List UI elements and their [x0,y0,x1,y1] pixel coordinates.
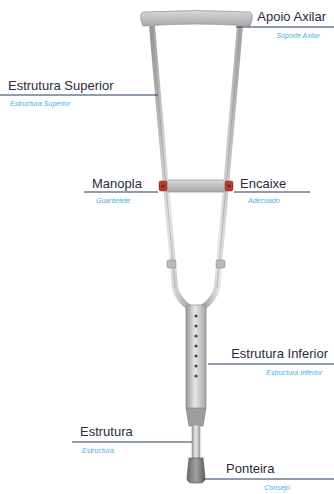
bottom-tube [192,425,200,460]
adjustment-holes [194,314,197,377]
grip-clip [225,181,233,191]
adjustment-hole [194,374,197,377]
adjustment-hole [194,344,197,347]
part-translation: Estructura Superior [10,99,70,108]
left-upright [152,26,190,308]
upright-joint [216,260,225,268]
rubber-tip [187,458,205,483]
part-translation: Soporte Axilar [276,31,320,40]
lower-tube [186,305,206,410]
part-label: Estrutura Inferior [231,346,328,361]
part-translation: Estructura Inferior [266,368,322,377]
part-translation: Estructura [82,446,114,455]
tube-collar [186,408,206,426]
adjustment-hole [194,334,197,337]
part-label: Manopla [92,176,142,191]
axillary-pad [141,11,253,27]
part-label: Ponteira [226,461,274,476]
part-label: Estrutura Superior [8,78,114,93]
adjustment-hole [194,364,197,367]
part-label: Estrutura [80,424,133,439]
adjustment-hole [194,354,197,357]
part-label: Encaixe [240,176,286,191]
part-label: Apoio Axilar [257,9,326,24]
hand-grip [165,180,227,192]
part-translation: Adecuado [248,196,280,205]
grip-clip [159,181,167,191]
leader-lines [0,27,334,479]
upright-joint [167,260,176,268]
adjustment-hole [194,314,197,317]
right-upright [202,26,240,308]
part-translation: Guantelete [96,196,130,205]
adjustment-hole [194,324,197,327]
part-translation: Consejo [264,483,290,492]
